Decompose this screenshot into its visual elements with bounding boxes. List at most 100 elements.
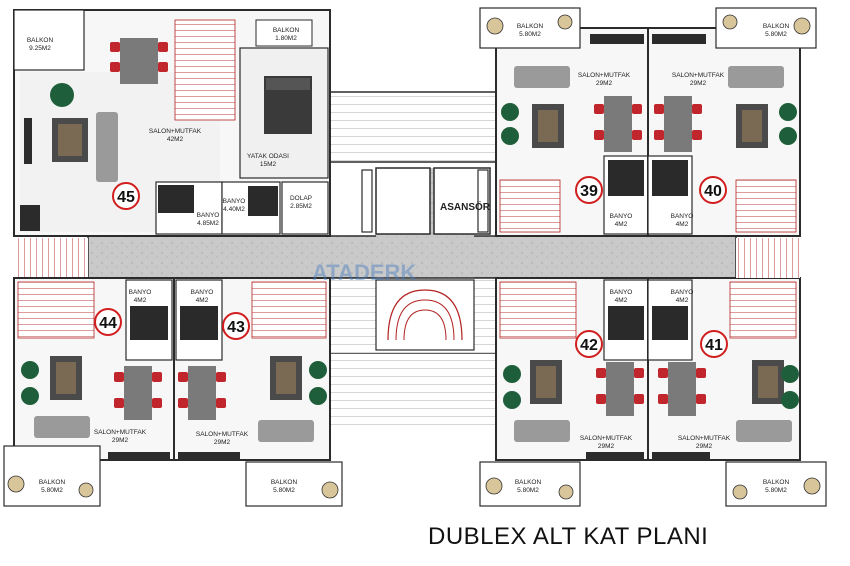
inner-stair (735, 179, 797, 233)
svg-text:BALKON: BALKON (763, 23, 790, 30)
svg-text:4.40M2: 4.40M2 (223, 206, 245, 213)
central-stair-center (375, 279, 475, 351)
svg-text:4.85M2: 4.85M2 (197, 220, 219, 227)
svg-text:29M2: 29M2 (598, 443, 615, 450)
unit-43: BANYO 4M2 SALON+MUTFAK 29M2 BALKON 5.80M… (173, 277, 343, 507)
elevator-label: ASANSÖR (440, 200, 491, 213)
kitchen-counter (20, 205, 40, 231)
svg-text:29M2: 29M2 (112, 437, 129, 444)
elevator-shaft (375, 167, 431, 235)
svg-text:29M2: 29M2 (596, 80, 613, 87)
svg-text:1.80M2: 1.80M2 (275, 35, 297, 42)
unit-number: 39 (580, 183, 598, 200)
inner-stair (729, 281, 797, 339)
dining-table (664, 96, 692, 152)
svg-text:BANYO: BANYO (129, 289, 152, 296)
sofa (514, 66, 570, 88)
svg-text:BANYO: BANYO (610, 289, 633, 296)
unit-number: 44 (99, 315, 117, 332)
svg-text:29M2: 29M2 (696, 443, 713, 450)
central-stair-upper (329, 91, 497, 163)
svg-text:SALON+MUTFAK: SALON+MUTFAK (196, 431, 249, 438)
balcony (3, 445, 101, 507)
svg-text:BALKON: BALKON (273, 27, 300, 34)
side-stair-right (736, 238, 800, 278)
sofa (728, 66, 784, 88)
unit-39: BALKON 5.80M2 SALON+MUTFAK 29M2 BANYO 4M… (479, 7, 649, 237)
svg-text:BALKON: BALKON (517, 23, 544, 30)
svg-text:4M2: 4M2 (676, 221, 689, 228)
svg-text:4M2: 4M2 (615, 221, 628, 228)
dining-table (120, 38, 158, 84)
svg-text:BANYO: BANYO (223, 198, 246, 205)
svg-text:4M2: 4M2 (676, 297, 689, 304)
svg-text:5.80M2: 5.80M2 (765, 31, 787, 38)
inner-stair (251, 281, 327, 339)
svg-text:9.25M2: 9.25M2 (29, 45, 51, 52)
unit-41: BANYO 4M2 SALON+MUTFAK 29M2 BALKON 5.80M… (647, 277, 827, 507)
svg-text:29M2: 29M2 (690, 80, 707, 87)
unit-number: 42 (580, 337, 598, 354)
svg-text:SALON+MUTFAK: SALON+MUTFAK (149, 128, 202, 135)
svg-text:42M2: 42M2 (167, 136, 184, 143)
unit-number-badge (699, 176, 727, 204)
closet (281, 181, 329, 235)
dining-table (124, 366, 152, 420)
unit-45: BALKON 9.25M2 SALON+MUTFAK 42M2 BALKON 1… (13, 9, 331, 278)
svg-text:BALKON: BALKON (271, 479, 298, 486)
armchair (50, 83, 74, 107)
inner-stair (499, 179, 561, 233)
unit-number-badge (94, 308, 122, 336)
watermark: ATADERK (312, 260, 416, 285)
balcony-table (486, 17, 504, 35)
unit-number-badge (112, 182, 140, 210)
svg-text:5.80M2: 5.80M2 (41, 487, 63, 494)
svg-text:5.80M2: 5.80M2 (273, 487, 295, 494)
unit-number-badge (700, 330, 728, 358)
balcony (13, 9, 85, 71)
central-stair-front (330, 354, 496, 428)
inner-stair (499, 281, 577, 339)
svg-text:BANYO: BANYO (671, 213, 694, 220)
kitchen-counter (178, 452, 240, 460)
unit-number-badge (222, 312, 250, 340)
unit-number: 43 (227, 319, 245, 336)
sofa (96, 112, 118, 182)
svg-text:SALON+MUTFAK: SALON+MUTFAK (580, 435, 633, 442)
svg-text:DOLAP: DOLAP (290, 195, 312, 202)
dining-table (604, 96, 632, 152)
svg-text:SALON+MUTFAK: SALON+MUTFAK (672, 72, 725, 79)
sofa (34, 416, 90, 438)
unit-number: 41 (705, 337, 723, 354)
kitchen-counter (108, 452, 170, 460)
svg-text:BANYO: BANYO (610, 213, 633, 220)
unit-number-badge (575, 330, 603, 358)
unit-number: 40 (704, 183, 722, 200)
unit-42: BANYO 4M2 SALON+MUTFAK 29M2 BALKON 5.80M… (479, 277, 649, 507)
svg-text:4M2: 4M2 (134, 297, 147, 304)
inner-stair (17, 281, 95, 339)
svg-text:BALKON: BALKON (515, 479, 542, 486)
kitchen-counter (586, 452, 644, 460)
unit-number: 45 (117, 189, 135, 206)
svg-text:5.80M2: 5.80M2 (517, 487, 539, 494)
svg-text:YATAK ODASI: YATAK ODASI (247, 153, 289, 160)
svg-text:BANYO: BANYO (671, 289, 694, 296)
svg-text:BALKON: BALKON (763, 479, 790, 486)
svg-text:SALON+MUTFAK: SALON+MUTFAK (578, 72, 631, 79)
svg-text:2.85M2: 2.85M2 (290, 203, 312, 210)
svg-text:15M2: 15M2 (260, 161, 277, 168)
svg-text:BALKON: BALKON (39, 479, 66, 486)
svg-text:SALON+MUTFAK: SALON+MUTFAK (94, 429, 147, 436)
svg-text:SALON+MUTFAK: SALON+MUTFAK (678, 435, 731, 442)
svg-text:5.80M2: 5.80M2 (765, 487, 787, 494)
svg-text:4M2: 4M2 (196, 297, 209, 304)
kitchen-counter (652, 452, 710, 460)
small-balcony (255, 19, 313, 47)
sofa (736, 420, 792, 442)
spiral-stair (387, 289, 463, 341)
svg-text:BANYO: BANYO (191, 289, 214, 296)
kitchen-counter (652, 34, 706, 44)
sofa (514, 420, 570, 442)
plan-title: DUBLEX ALT KAT PLANI (428, 523, 708, 550)
